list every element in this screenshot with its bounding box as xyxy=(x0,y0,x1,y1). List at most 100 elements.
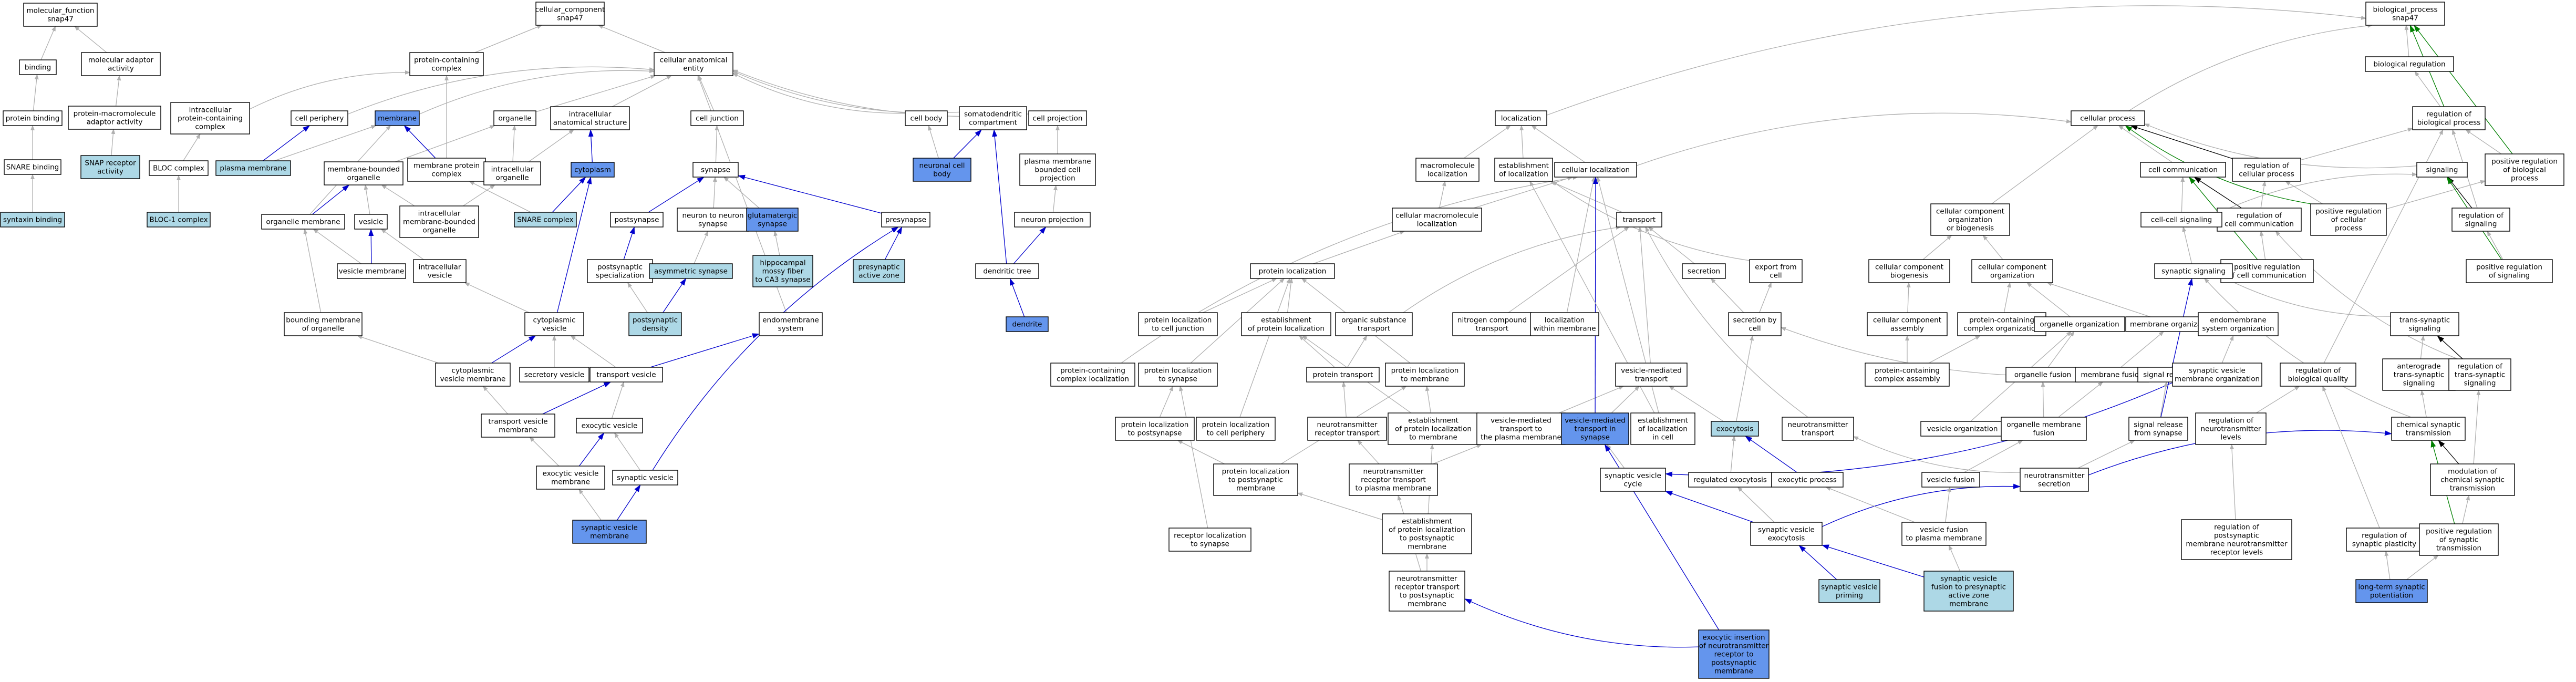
node-snare-binding[interactable]: SNARE binding xyxy=(4,159,61,175)
node-cell-loc[interactable]: cellular localization xyxy=(1554,162,1637,178)
node-membrane-fusion[interactable]: membrane fusion xyxy=(2075,367,2149,383)
node-synaptic-vesicle[interactable]: synaptic vesicle xyxy=(612,470,678,485)
node-snare-complex[interactable]: SNARE complex xyxy=(514,212,577,228)
node-presynapse[interactable]: presynapse xyxy=(881,212,930,228)
node-neuron-projection[interactable]: neuron projection xyxy=(1014,212,1091,228)
node-dendritic-tree[interactable]: dendritic tree xyxy=(975,263,1039,279)
node-exocytic-process[interactable]: exocytic process xyxy=(1771,472,1844,488)
node-cell-body[interactable]: cell body xyxy=(905,110,948,126)
node-exocytic-vesicle[interactable]: exocytic vesicle xyxy=(576,418,643,433)
node-bloc-complex[interactable]: BLOC complex xyxy=(149,160,209,176)
node-cell-junction[interactable]: cell junction xyxy=(690,110,744,126)
node-vesicle[interactable]: vesicle xyxy=(354,214,388,230)
node-exocytosis[interactable]: exocytosis xyxy=(1711,421,1759,437)
node-organelle-org[interactable]: organelle organization xyxy=(2034,316,2125,332)
node-binding[interactable]: binding xyxy=(19,59,57,75)
node-organelle-fusion[interactable]: organelle fusion xyxy=(2005,367,2080,383)
node-synaptic-signaling[interactable]: synaptic signaling xyxy=(2154,263,2233,279)
node-bio-reg[interactable]: biological regulation xyxy=(2365,56,2454,72)
node-cell-periphery[interactable]: cell periphery xyxy=(291,110,348,126)
node-cytoplasm[interactable]: cytoplasm xyxy=(571,162,615,178)
node-cell-projection[interactable]: cell projection xyxy=(1028,110,1087,126)
node-cell-cell-signaling[interactable]: cell-cell signaling xyxy=(2140,212,2222,228)
node-vesicle-fusion[interactable]: vesicle fusion xyxy=(1921,472,1980,488)
node-organelle[interactable]: organelle xyxy=(493,110,536,126)
node-protein-binding[interactable]: protein binding xyxy=(3,110,63,126)
node-cellular-process[interactable]: cellular process xyxy=(2071,110,2145,126)
node-synapse[interactable]: synapse xyxy=(692,162,739,178)
node-bloc1[interactable]: BLOC-1 complex xyxy=(147,212,211,228)
node-plasma-membrane[interactable]: plasma membrane xyxy=(215,160,291,176)
node-protein-transport[interactable]: protein transport xyxy=(1306,367,1380,383)
node-vesicle-membrane[interactable]: vesicle membrane xyxy=(337,263,406,279)
node-localization[interactable]: localization xyxy=(1495,110,1547,126)
node-secretion[interactable]: secretion xyxy=(1682,263,1726,279)
node-organelle-membrane[interactable]: organelle membrane xyxy=(261,214,345,230)
